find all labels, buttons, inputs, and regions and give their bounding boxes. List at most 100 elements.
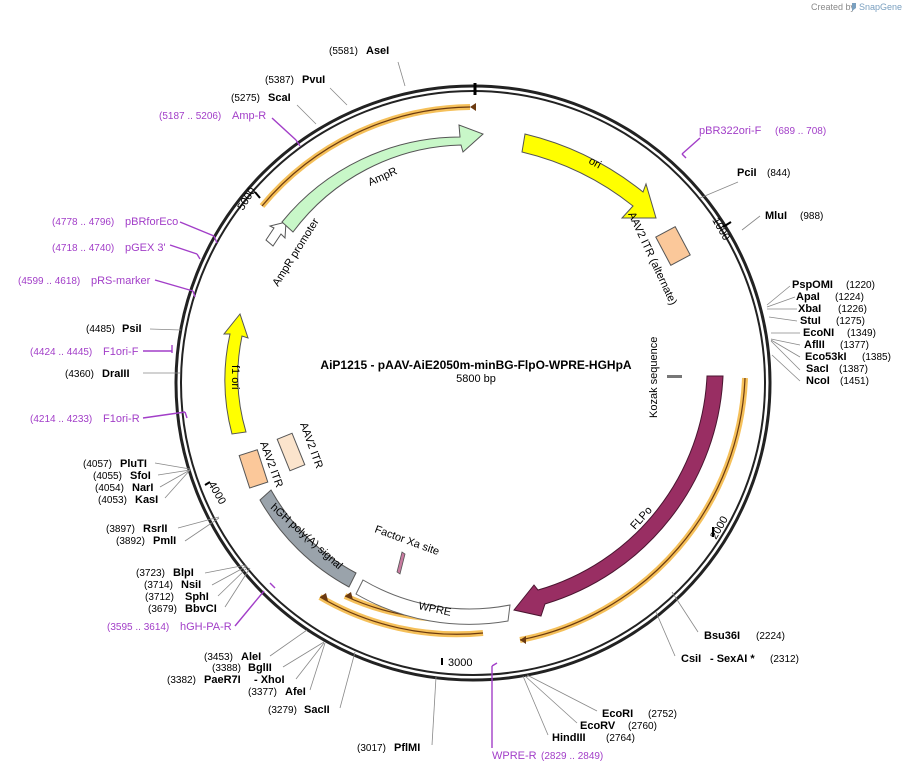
site-name: RsrII — [143, 523, 167, 535]
site-name: AflII — [804, 339, 825, 351]
site-pos: (4055) — [93, 471, 122, 482]
site-name: HindIII — [552, 732, 586, 744]
site-pos: (5581) — [329, 46, 358, 57]
feature-aav2-itr-2[interactable] — [276, 432, 306, 472]
feature-kozak[interactable] — [667, 375, 682, 378]
feature-wpre[interactable] — [355, 579, 511, 625]
credit-text: Created by — [811, 2, 856, 12]
feature-flpo[interactable] — [513, 375, 724, 617]
site-name: SacI — [806, 363, 829, 375]
site-labels: (5581) AseI (5387) PvuI (5275) ScaI PciI… — [65, 45, 891, 754]
svg-text:1000: 1000 — [709, 216, 732, 243]
site-pos: (5275) — [231, 93, 260, 104]
site-pos: (1226) — [838, 304, 867, 315]
feature-ampr-label: AmpR — [366, 165, 399, 188]
feature-hgh-polya-label: hGH poly(A) signal — [268, 501, 345, 572]
site-name: EcoRV — [580, 720, 616, 732]
site-pos: (1349) — [847, 328, 876, 339]
primer-pos: (2829 .. 2849) — [541, 751, 603, 762]
site-pos: (3377) — [248, 687, 277, 698]
primer-pos: (4214 .. 4233) — [30, 414, 92, 425]
feature-ori-label: ori — [587, 155, 603, 171]
plasmid-size: 5800 bp — [456, 373, 496, 385]
feature-f1-ori[interactable] — [222, 312, 249, 435]
site-pos: (3453) — [204, 652, 233, 663]
site-name: AfeI — [285, 686, 306, 698]
site-pos: (1451) — [840, 376, 869, 387]
feature-ori[interactable] — [521, 133, 657, 219]
site-name: ScaI — [268, 92, 291, 104]
feature-kozak-label: Kozak sequence — [648, 337, 660, 418]
site-pos: (2760) — [628, 721, 657, 732]
backbone-inner — [180, 90, 766, 676]
site-name: SfoI — [130, 470, 151, 482]
site-name: NsiI — [181, 579, 201, 591]
site-pos: (1377) — [840, 340, 869, 351]
primer-pos: (4778 .. 4796) — [52, 217, 114, 228]
site-pos: (3388) — [212, 663, 241, 674]
site-extra: - SexAI * — [710, 653, 755, 665]
feature-ampr-promoter[interactable] — [265, 221, 287, 247]
site-name: PvuI — [302, 74, 325, 86]
site-pos: (1275) — [836, 316, 865, 327]
feature-f1-ori-label: f1 ori — [229, 365, 241, 389]
primer-pos: (5187 .. 5206) — [159, 111, 221, 122]
primer-name: F1ori-R — [103, 413, 140, 425]
svg-text:3000: 3000 — [448, 657, 472, 669]
site-name: BbvCI — [185, 603, 217, 615]
site-pos: (3714) — [144, 580, 173, 591]
tick-4000: 4000 — [204, 480, 228, 507]
site-name: AleI — [241, 651, 261, 663]
primer-pos: (4718 .. 4740) — [52, 243, 114, 254]
site-name: ApaI — [796, 291, 820, 303]
backbone-outer — [174, 84, 772, 682]
site-pos: (3679) — [148, 604, 177, 615]
site-pos: (4054) — [95, 483, 124, 494]
site-leader-lines — [143, 61, 801, 746]
primer-pos: (4599 .. 4618) — [18, 276, 80, 287]
site-pos: (4360) — [65, 369, 94, 380]
primer-name: Amp-R — [232, 110, 266, 122]
site-pos: (3892) — [116, 536, 145, 547]
primer-pos: (4424 .. 4445) — [30, 347, 92, 358]
site-name: Eco53kI — [805, 351, 847, 363]
site-pos: (1387) — [839, 364, 868, 375]
site-pos: (3382) — [167, 675, 196, 686]
site-name: KasI — [135, 494, 158, 506]
site-name: EcoRI — [602, 708, 633, 720]
feature-factor-xa[interactable] — [396, 551, 406, 575]
site-pos: (3279) — [268, 705, 297, 716]
primer-name: pBRforEco — [125, 216, 178, 228]
site-pos: (2312) — [770, 654, 799, 665]
site-pos: (844) — [767, 168, 790, 179]
feature-ampr[interactable] — [281, 124, 484, 233]
site-name: NcoI — [806, 375, 830, 387]
site-name: PspOMI — [792, 279, 833, 291]
site-name: XbaI — [798, 303, 821, 315]
svg-text:4000: 4000 — [205, 480, 228, 507]
site-name: DraIII — [102, 368, 130, 380]
primer-name: F1ori-F — [103, 346, 139, 358]
site-pos: (2224) — [756, 631, 785, 642]
primer-name: hGH-PA-R — [180, 621, 232, 633]
site-pos: (3712) — [145, 592, 174, 603]
site-name: MluI — [765, 210, 787, 222]
site-pos: (4485) — [86, 324, 115, 335]
site-name: AseI — [366, 45, 389, 57]
primer-name: WPRE-R — [492, 750, 537, 762]
site-name: BglII — [248, 662, 272, 674]
feature-hgh-polya[interactable] — [259, 489, 357, 588]
primer-name: pGEX 3' — [125, 242, 166, 254]
tick-5000: 5000 — [235, 185, 261, 213]
site-pos: (2764) — [606, 733, 635, 744]
feature-aav2-itr-1[interactable] — [238, 449, 269, 489]
site-name: CsiI — [681, 653, 701, 665]
site-pos: (3897) — [106, 524, 135, 535]
site-name: BlpI — [173, 567, 194, 579]
site-pos: (2752) — [648, 709, 677, 720]
site-name: PaeR7I — [204, 674, 241, 686]
site-extra: - XhoI — [254, 674, 285, 686]
feature-aav2-itr-alternate[interactable] — [655, 226, 691, 266]
